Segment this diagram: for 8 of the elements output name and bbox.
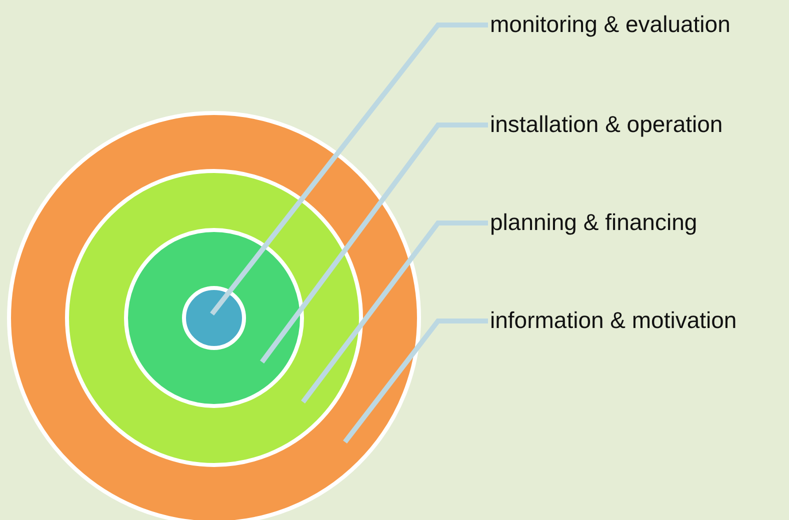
leader-line: [210, 22, 488, 316]
label-text: installation & operation: [490, 110, 723, 138]
leader-line: [260, 122, 488, 364]
label-text: monitoring & evaluation: [490, 10, 730, 38]
label-text: information & motivation: [490, 306, 737, 334]
leader-line: [343, 318, 488, 444]
label-text: planning & financing: [490, 208, 698, 236]
leader-line: [301, 220, 488, 404]
